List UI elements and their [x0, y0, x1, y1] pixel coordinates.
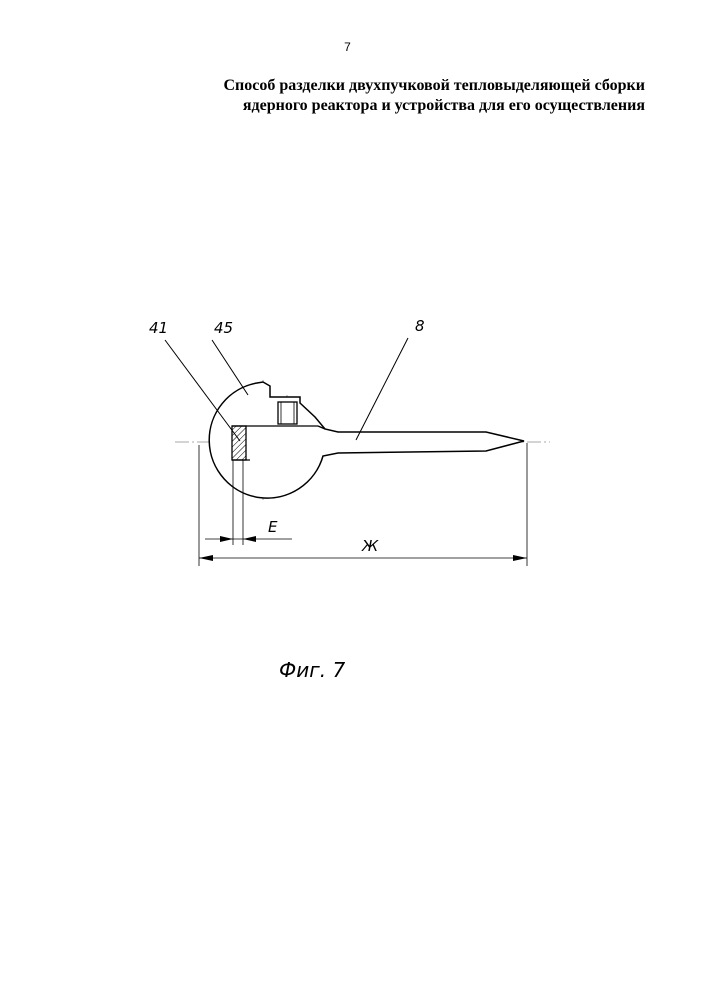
figure-caption: Фиг. 7: [279, 658, 345, 682]
dimension-zh-label: Ж: [361, 537, 379, 555]
dimension-zh-arrow-right: [513, 555, 527, 561]
label-41: 41: [149, 319, 168, 337]
dimension-e-label: E: [268, 518, 278, 536]
leader-45: [212, 340, 248, 395]
leader-41: [165, 340, 240, 441]
label-8: 8: [415, 317, 425, 335]
leader-8: [356, 338, 408, 440]
dimension-e-arrow-left: [220, 536, 233, 542]
insert-41-hatched: [232, 426, 246, 460]
dimension-zh-arrow-left: [199, 555, 213, 561]
tool-body-outline: [209, 382, 524, 498]
dimension-e-arrow-right: [243, 536, 256, 542]
label-45: 45: [214, 319, 233, 337]
